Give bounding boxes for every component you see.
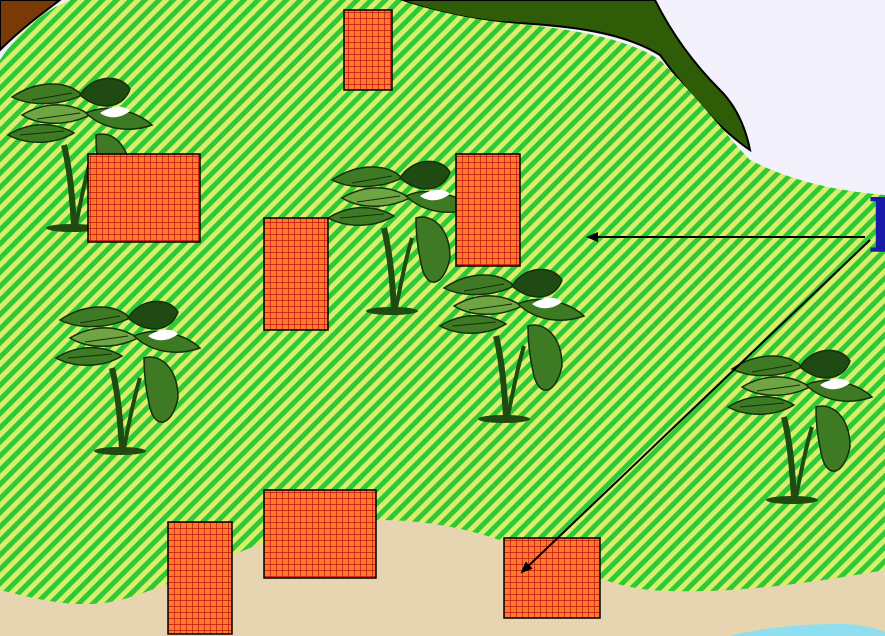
grid-box [264, 490, 376, 578]
grid-box [504, 538, 600, 618]
grid-box [88, 154, 200, 242]
grid-box [264, 218, 328, 330]
diagram-label: l [868, 184, 885, 269]
grid-box [344, 10, 392, 90]
grid-box [456, 154, 520, 266]
grid-box [168, 522, 232, 634]
